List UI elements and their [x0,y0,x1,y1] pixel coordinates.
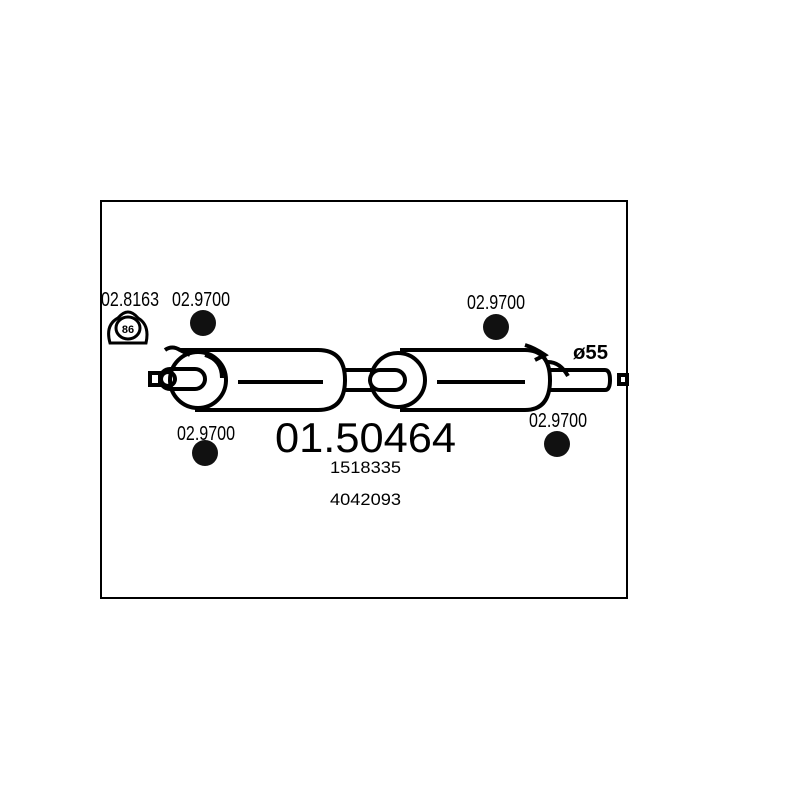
hanger-code-top-right: 02.9700 [467,292,525,314]
rubber-hanger-icon [544,431,570,457]
rubber-hanger-icon [483,314,509,340]
part-number: 01.50464 [275,414,456,461]
diameter-label: ø55 [573,342,608,364]
clamp-size: 86 [122,324,134,336]
hanger-code-top-left: 02.9700 [172,289,230,311]
rubber-hanger-icon [192,440,218,466]
tail-pipe [547,360,629,392]
oe-reference: 4042093 [330,490,401,509]
clamp-code: 02.8163 [101,289,159,311]
oe-reference: 1518335 [330,458,401,477]
rubber-hanger-icon [190,310,216,336]
inlet-pipe [148,367,207,391]
rear-muffler [368,343,553,412]
diagram-frame [100,200,628,599]
front-muffler [163,345,348,412]
hanger-code-bottom-left: 02.9700 [177,423,235,445]
clamp-icon: 86 [107,310,149,345]
hanger-code-bottom-right: 02.9700 [529,410,587,432]
